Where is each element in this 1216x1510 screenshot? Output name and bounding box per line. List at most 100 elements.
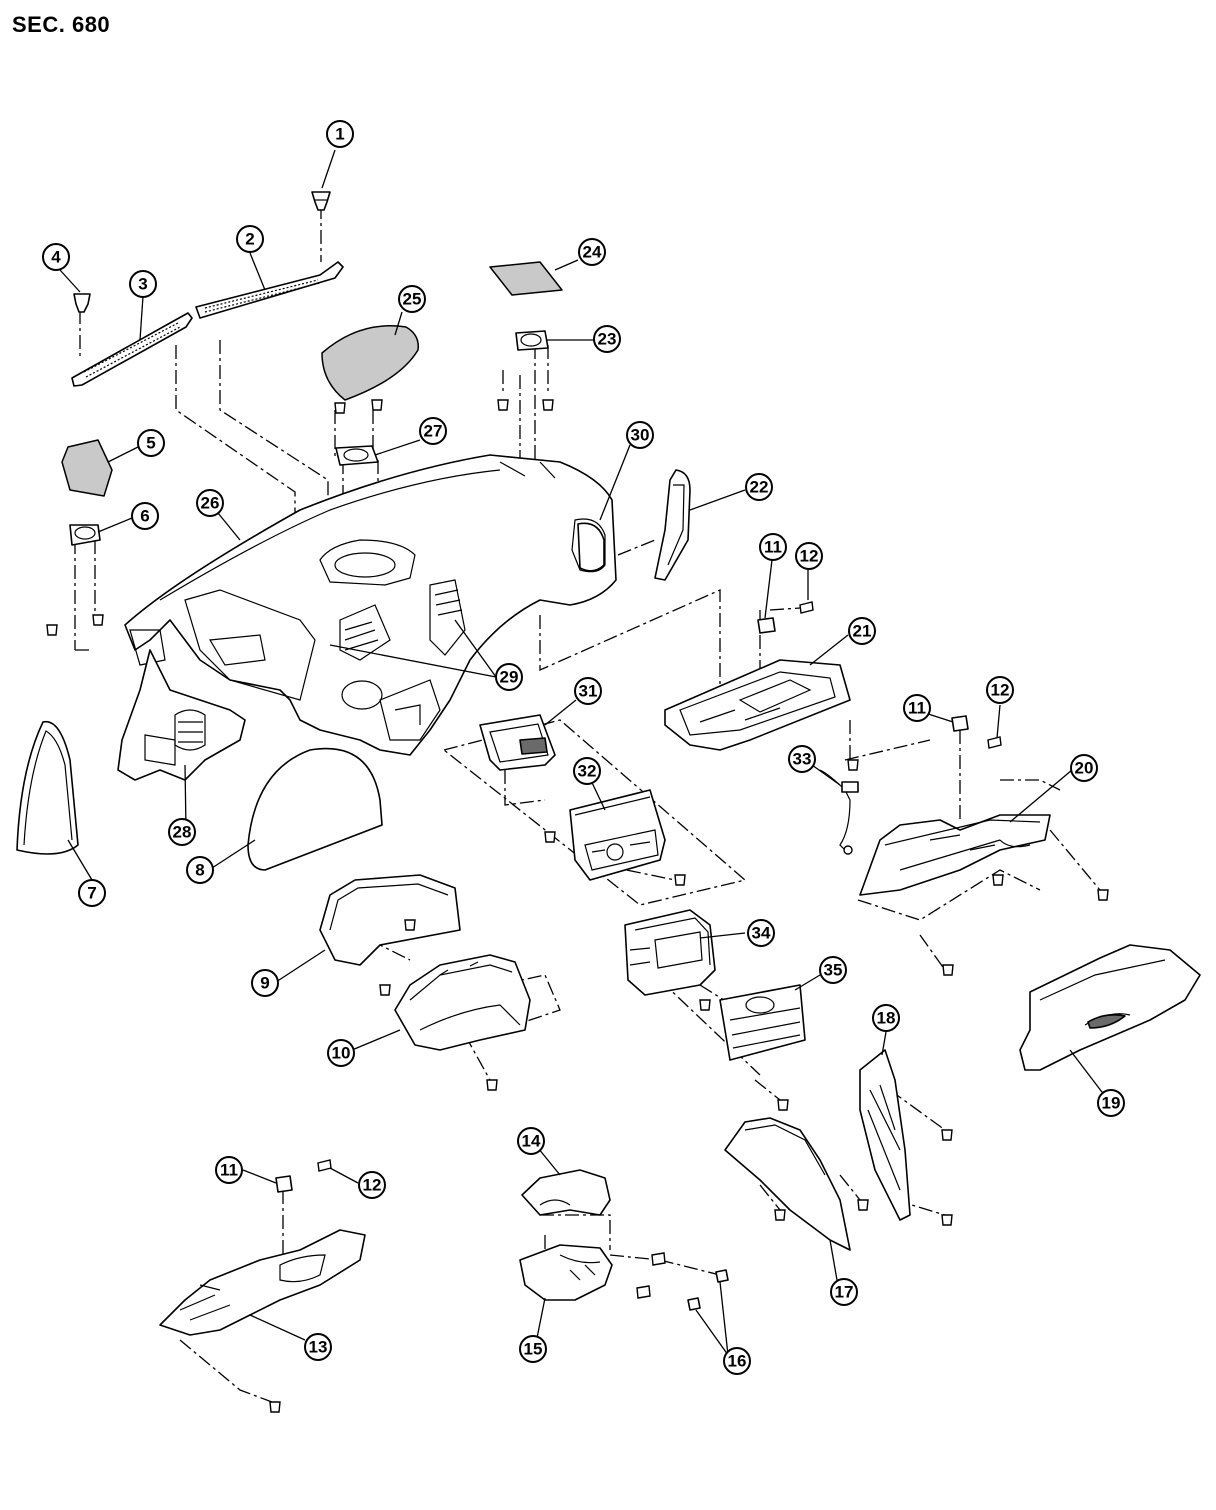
callout-15: 15 [519,1335,547,1363]
callout-11-lower: 11 [215,1156,243,1184]
svg-text:13: 13 [309,1338,328,1357]
svg-text:11: 11 [764,538,782,557]
callout-7: 7 [78,879,106,907]
callout-24: 24 [578,238,606,266]
svg-text:28: 28 [173,823,192,842]
svg-text:12: 12 [991,681,1010,700]
part-12-screw-c [317,1159,332,1172]
callout-21: 21 [848,617,876,645]
part-14-column-cover-upper [521,1169,611,1216]
svg-text:6: 6 [140,507,149,526]
callout-8: 8 [186,856,214,884]
svg-text:3: 3 [138,275,147,294]
callout-35: 35 [819,956,847,984]
callout-29: 29 [495,663,523,691]
callout-33: 33 [788,745,816,773]
part-20-glove-box-housing [859,814,1051,896]
svg-text:25: 25 [403,290,422,309]
svg-text:31: 31 [579,682,598,701]
callout-12-lower: 12 [358,1171,386,1199]
callout-22: 22 [745,473,773,501]
part-10-cluster-lid [394,954,531,1051]
part-8-meter-cover [247,747,383,871]
callout-16: 16 [723,1347,751,1375]
callout-19: 19 [1097,1089,1125,1117]
callout-34: 34 [747,919,775,947]
svg-text:11: 11 [220,1161,238,1180]
callout-6: 6 [131,502,159,530]
svg-text:10: 10 [332,1044,351,1063]
svg-text:9: 9 [260,974,269,993]
svg-text:34: 34 [752,924,771,943]
part-33-harness [819,769,859,855]
part-18-side-finisher [859,1049,911,1221]
svg-text:12: 12 [363,1176,382,1195]
svg-text:5: 5 [146,434,155,453]
part-11-clip-c [275,1175,293,1193]
svg-text:32: 32 [578,762,597,781]
svg-text:2: 2 [245,230,254,249]
svg-text:30: 30 [631,426,650,445]
svg-text:11: 11 [908,699,926,718]
part-3-defroster-grille [71,312,193,387]
callout-27: 27 [419,417,447,445]
part-28-side-panel [117,649,246,781]
svg-text:35: 35 [824,961,843,980]
callout-31: 31 [574,677,602,705]
part-24-speaker-grille [489,261,563,296]
svg-text:7: 7 [87,884,96,903]
callout-11-right: 11 [903,694,931,722]
part-11-clip-b [951,715,969,732]
callout-2: 2 [236,225,264,253]
section-title: SEC. 680 [12,12,111,37]
svg-text:20: 20 [1075,759,1094,778]
part-12-screw-a [799,601,814,614]
part-25-speaker-cover [321,325,419,401]
callout-12-upper: 12 [795,542,823,570]
screw-set [46,399,1109,1413]
part-31-bracket [479,714,556,771]
part-17-lower-cover [724,1117,851,1251]
callout-18: 18 [872,1004,900,1032]
svg-text:24: 24 [583,243,602,262]
svg-text:33: 33 [793,750,812,769]
part-21-upper-box [664,659,851,751]
part-11-clip-a [757,617,776,634]
part-1-clip [311,191,331,211]
part-35-control-panel [719,984,806,1061]
part-22-vent-cover [654,469,691,581]
part-4-clip [73,293,91,313]
callout-5: 5 [137,429,165,457]
callout-23: 23 [593,325,621,353]
part-9-meter-hood [319,874,461,966]
callout-4: 4 [42,243,70,271]
svg-text:19: 19 [1102,1094,1121,1113]
callout-30: 30 [626,421,654,449]
part-19-glove-box-lid [1019,944,1201,1071]
svg-text:4: 4 [51,248,61,267]
callout-10: 10 [327,1039,355,1067]
svg-text:21: 21 [853,622,872,641]
svg-text:16: 16 [728,1352,747,1371]
callout-13: 13 [304,1333,332,1361]
svg-text:1: 1 [335,125,344,144]
svg-text:29: 29 [500,668,519,687]
part-5-speaker-grille [61,439,113,497]
svg-text:8: 8 [195,861,204,880]
callout-14: 14 [517,1127,545,1155]
part-15-column-cover-lower [519,1244,613,1301]
callout-28: 28 [168,818,196,846]
svg-text:12: 12 [800,547,819,566]
part-7-side-cover [16,720,79,855]
svg-text:23: 23 [598,330,617,349]
part-34-radio-bracket [624,909,716,996]
callout-3: 3 [129,270,157,298]
part-27-speaker [335,445,379,466]
part-26-instrument-panel [124,454,617,756]
svg-text:18: 18 [877,1009,896,1028]
callout-9: 9 [251,969,279,997]
part-23-speaker [515,330,549,351]
part-13-knee-protector [159,1229,366,1336]
svg-text:27: 27 [424,422,443,441]
callout-11-upper: 11 [759,533,787,561]
